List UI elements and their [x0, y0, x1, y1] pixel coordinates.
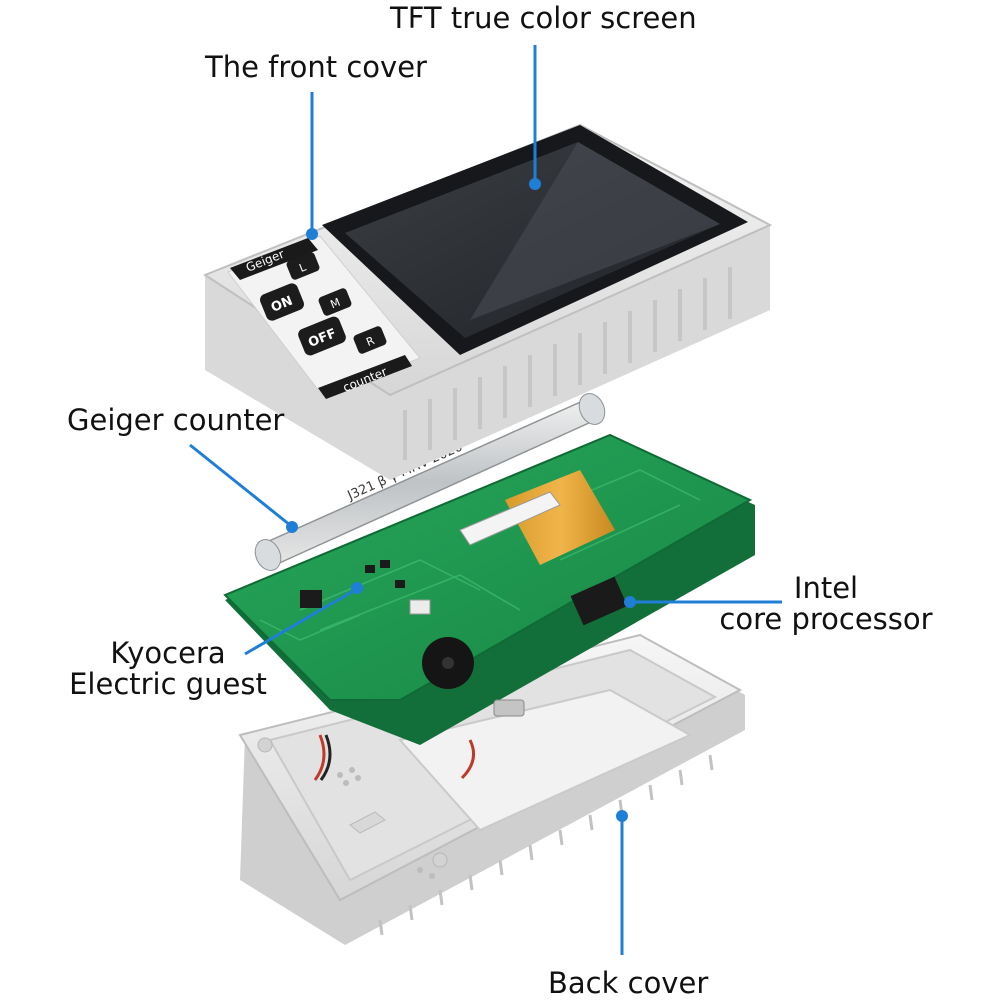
label-kyocera: Kyocera Electric guest [68, 636, 268, 702]
callout-geiger [189, 443, 298, 533]
callout-kyocera [244, 582, 363, 656]
l-button-label: L [297, 260, 308, 275]
callouts [189, 45, 782, 955]
callout-screen [529, 45, 541, 190]
m-button-label: M [328, 296, 342, 312]
front-cover: Geiger counter ON OFF L M R [202, 123, 773, 480]
label-kyocera-line2: Electric guest [69, 667, 267, 702]
label-screen: TFT true color screen [390, 1, 697, 35]
callout-front-cover [306, 92, 318, 240]
label-processor-line2: core processor [719, 602, 933, 637]
callout-back-cover [616, 810, 628, 955]
label-back-cover: Back cover [548, 966, 709, 1000]
label-front-cover: The front cover [205, 50, 427, 84]
label-geiger-counter: Geiger counter [67, 403, 285, 437]
label-kyocera-line1: Kyocera [110, 636, 226, 670]
m-button[interactable]: M [317, 287, 352, 317]
off-button[interactable]: OFF [296, 315, 347, 357]
circuit-board [223, 433, 755, 745]
label-processor: Intel core processor [716, 571, 936, 637]
r-button[interactable]: R [352, 325, 387, 355]
on-button[interactable]: ON [258, 282, 306, 323]
label-processor-line1: Intel [793, 571, 859, 605]
l-button[interactable]: L [285, 251, 320, 281]
callout-processor [624, 596, 782, 608]
